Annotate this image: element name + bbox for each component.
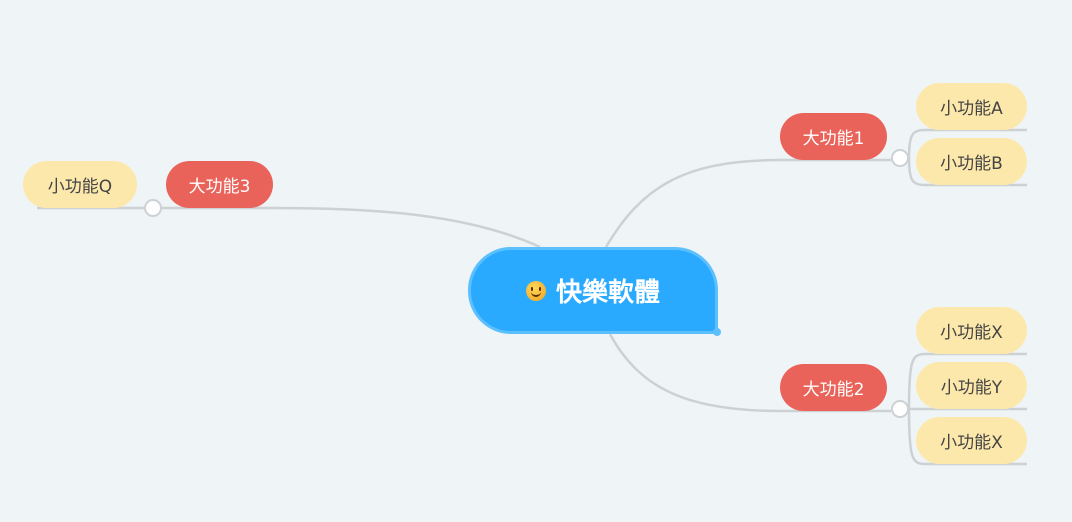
main-topic-2[interactable]: 大功能2 xyxy=(780,364,887,411)
connector-root-branch3 xyxy=(162,206,541,249)
subtopic-y[interactable]: 小功能Y xyxy=(916,362,1027,409)
root-resize-handle[interactable] xyxy=(713,328,721,336)
collapse-toggle-3[interactable] xyxy=(144,199,162,217)
subtopic-a[interactable]: 小功能A xyxy=(916,83,1027,130)
subtopic-x-2[interactable]: 小功能X xyxy=(916,417,1027,464)
connector-root-branch2 xyxy=(608,333,891,413)
collapse-toggle-2[interactable] xyxy=(891,400,909,418)
subtopic-x-1[interactable]: 小功能X xyxy=(916,307,1027,354)
main-topic-3[interactable]: 大功能3 xyxy=(166,161,273,208)
root-label: 快樂軟體 xyxy=(555,278,660,308)
main-topic-1[interactable]: 大功能1 xyxy=(780,113,887,160)
subtopic-b[interactable]: 小功能B xyxy=(916,138,1027,185)
connector-branch1-children xyxy=(907,128,1027,187)
root-node[interactable]: 快樂軟體 xyxy=(468,247,718,334)
connector-root-branch1 xyxy=(604,158,891,248)
collapse-toggle-1[interactable] xyxy=(891,149,909,167)
smiley-icon xyxy=(525,280,546,301)
connector-branch2-children xyxy=(907,352,1027,466)
subtopic-q[interactable]: 小功能Q xyxy=(23,161,137,208)
